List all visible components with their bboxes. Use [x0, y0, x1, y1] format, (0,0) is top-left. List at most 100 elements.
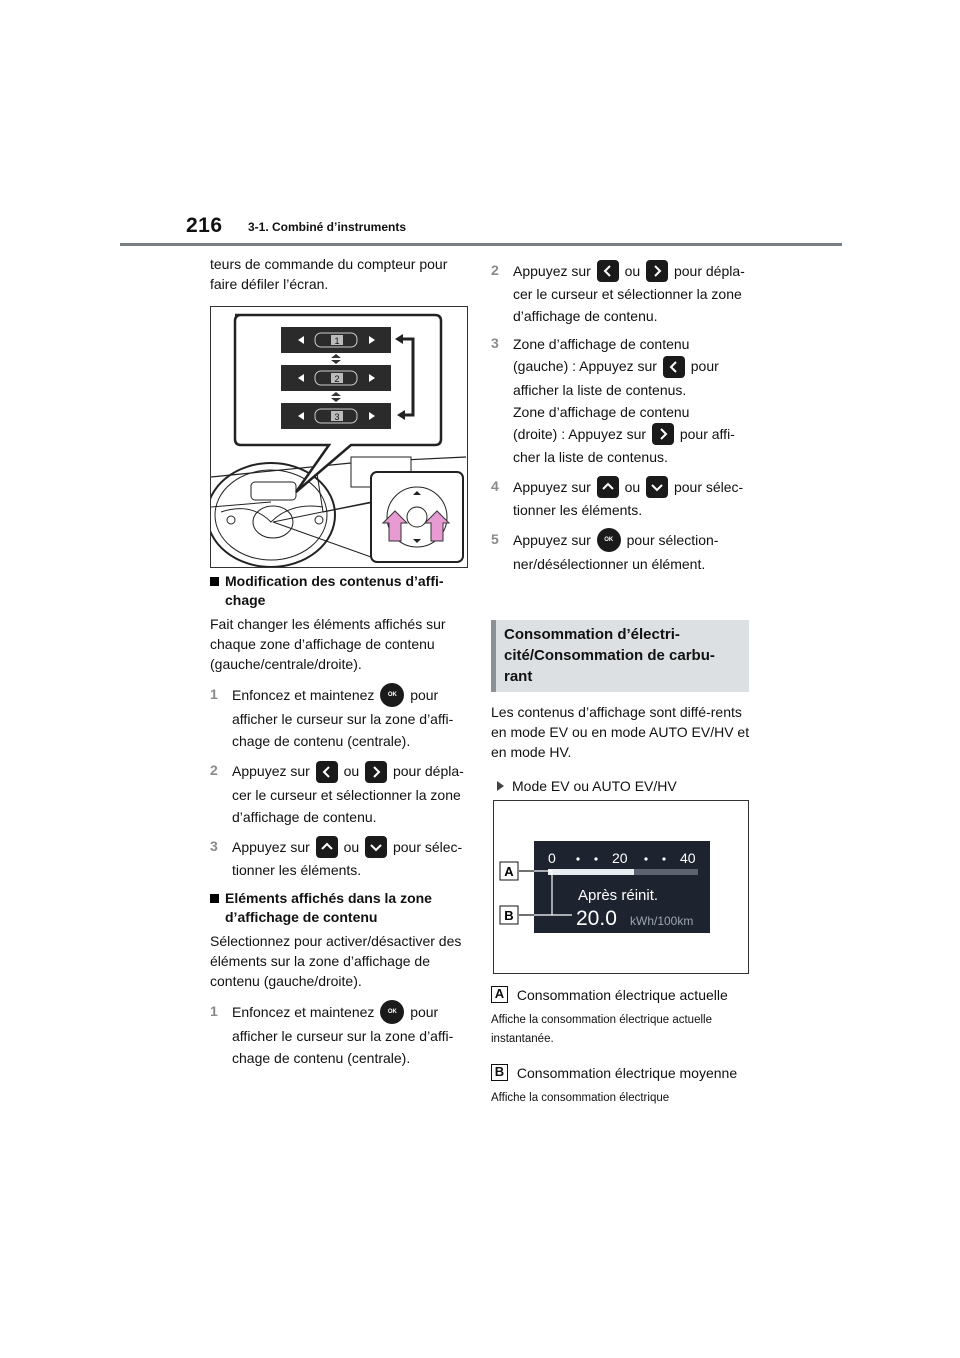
step-text-a: Appuyez sur [513, 532, 591, 549]
step-text-line: (gauche) : Appuyez sur [513, 358, 657, 375]
right-steps: 2 Appuyez sur ou pour dépla-cer le curse… [491, 260, 753, 575]
legend-item: B Consommation électrique moyenne [491, 1063, 753, 1083]
section-body: Fait changer les éléments affichés sur c… [210, 616, 446, 672]
legend-title: Consommation électrique actuelle [516, 987, 728, 1003]
chevron-right-icon [365, 760, 388, 783]
step-item: 2 Appuyez sur ou pour dépla-cer le curse… [491, 260, 753, 327]
figure-consumption-display: 0 20 40 Après réinit. 20.0 kWh/100km A B [493, 800, 749, 974]
heading-bullet [210, 577, 219, 586]
step-text-b: pour sélec-tionner les éléments. [232, 838, 463, 878]
step-number: 2 [491, 262, 499, 278]
menu-item-3: 3 [334, 412, 339, 422]
step-text: Zone d’affichage de contenu (gauche) : A… [513, 333, 753, 468]
step-number: 4 [491, 477, 499, 494]
legend: A Consommation électrique actuelle Affic… [491, 985, 753, 1108]
chevron-left-icon [662, 355, 685, 378]
section-modification: Modification des contenus d’affi-chage F… [210, 572, 468, 1069]
section-title: 3-1. Combiné d’instruments [248, 220, 407, 234]
chevron-down-icon [646, 476, 669, 499]
step-text-a: Appuyez sur [513, 263, 591, 279]
legend-description: Affiche la consommation électrique actue… [491, 1014, 712, 1045]
step-item: 3 Zone d’affichage de contenu (gauche) :… [491, 333, 753, 468]
step-text: Appuyez sur ou pour dépla-cer le curseur… [513, 260, 753, 327]
step-text: Appuyez sur ou pour sélec-tionner les él… [232, 835, 468, 881]
header-divider [120, 243, 842, 246]
menu-item-2: 2 [334, 374, 339, 384]
chevron-left-icon [596, 260, 619, 283]
section-body: Sélectionnez pour activer/désactiver des… [210, 932, 462, 989]
menu-item-1: 1 [334, 336, 339, 346]
step-text-a: Appuyez sur [513, 478, 591, 495]
after-reset-label: Après réinit. [578, 887, 658, 904]
chevron-left-icon [315, 760, 338, 783]
step-text-mid: ou [624, 478, 641, 495]
unit-label: kWh/100km [630, 914, 693, 928]
step-text-b: pour sélec-tionner les éléments. [513, 478, 744, 519]
step-text: Enfoncez et maintenez OK pour afficher l… [232, 1000, 468, 1069]
step-item: 5 Appuyez sur OK pour sélection-ner/désé… [491, 528, 753, 575]
legend-label-a: A [491, 985, 508, 1003]
step-text-line: (droite) : Appuyez sur [513, 425, 647, 442]
step-text-b: pour afficher le curseur sur la zone d’a… [232, 687, 454, 750]
step-number: 1 [210, 686, 218, 702]
step-text-line: Zone d’affichage de contenu [513, 403, 690, 420]
step-text-b: pour sélection-ner/désélectionner un élé… [513, 532, 719, 573]
section-heading-text: Modification des contenus d’affi-chage [225, 573, 444, 608]
step-text-a: Appuyez sur [232, 838, 310, 855]
step-text-mid: ou [343, 763, 360, 780]
mode-description: Les contenus d’affichage sont diffé-rent… [491, 702, 753, 796]
scale-0: 0 [548, 850, 556, 866]
step-text: Enfoncez et maintenez OK pour afficher l… [232, 683, 468, 752]
section-heading: Modification des contenus d’affi-chage [210, 572, 468, 610]
step-item: 3 Appuyez sur ou pour sélec-tionner les … [210, 835, 468, 881]
heading-bullet [210, 893, 219, 903]
mode-bullet: Mode EV ou AUTO EV/HV [491, 776, 753, 796]
consumption-display: 0 20 40 Après réinit. 20.0 kWh/100km A B [499, 841, 710, 933]
section-callout: Consommation d’électri-cité/Consommation… [491, 620, 749, 692]
chevron-up-icon [315, 835, 338, 858]
step-number: 2 [210, 762, 218, 779]
triangle-bullet-icon [497, 781, 504, 791]
ok-button-icon: OK [596, 528, 621, 553]
legend-item: A Consommation électrique actuelle [491, 985, 753, 1005]
chevron-up-icon [596, 476, 619, 499]
scale-40: 40 [680, 850, 696, 866]
step-text-line: pour afficher la liste de contenus. [513, 358, 719, 398]
step-number: 3 [210, 837, 218, 854]
scale-20: 20 [612, 850, 628, 866]
chevron-right-icon [651, 422, 674, 445]
mode-bullet-text: Mode EV ou AUTO EV/HV [512, 778, 677, 794]
step-item: 4 Appuyez sur ou pour sélec-tionner les … [491, 476, 753, 521]
step-text-line: Zone d’affichage de contenu [513, 336, 690, 353]
step-text: Appuyez sur ou pour sélec-tionner les él… [513, 476, 753, 521]
chevron-right-icon [646, 260, 669, 283]
step-number: 1 [210, 1002, 218, 1019]
legend-label-b: B [491, 1063, 508, 1081]
legend-description: Affiche la consommation électrique [491, 1092, 670, 1104]
step-text-b: pour dépla-cer le curseur et sélectionne… [513, 263, 745, 325]
ok-button-icon: OK [380, 683, 405, 708]
label-a: A [504, 864, 514, 879]
chevron-down-icon [365, 835, 388, 858]
step-text-mid: ou [624, 263, 641, 279]
ok-button-icon: OK [380, 1000, 405, 1025]
intro-text: teurs de commande du compteur pour faire… [210, 254, 468, 294]
step-text-a: Enfoncez et maintenez [232, 687, 375, 703]
average-value: 20.0 [576, 907, 617, 930]
legend-title: Consommation électrique moyenne [516, 1065, 738, 1081]
step-number: 5 [491, 531, 499, 548]
step-text: Appuyez sur OK pour sélection-ner/déséle… [513, 528, 753, 575]
step-text-b: pour afficher le curseur sur la zone d’a… [232, 1003, 454, 1067]
step-number: 3 [491, 335, 499, 352]
step-item: 2 Appuyez sur ou pour dépla-cer le curse… [210, 760, 468, 827]
step-text: Appuyez sur ou pour dépla-cer le curseur… [232, 760, 468, 827]
page-number: 216 [186, 214, 223, 237]
step-item: 1 Enfoncez et maintenez OK pour afficher… [210, 1000, 468, 1069]
step-text-line: pour affi-cher la liste de contenus. [513, 425, 735, 465]
section-heading: Eléments affichés dans la zone d’afficha… [210, 889, 468, 927]
label-b: B [504, 908, 513, 923]
intro-paragraph: teurs de commande du compteur pour faire… [210, 256, 448, 292]
mode-paragraph: Les contenus d’affichage sont diffé-rent… [491, 704, 750, 760]
section-heading-text: Eléments affichés dans la zone d’afficha… [225, 889, 432, 925]
step-item: 1 Enfoncez et maintenez OK pour afficher… [210, 683, 468, 752]
